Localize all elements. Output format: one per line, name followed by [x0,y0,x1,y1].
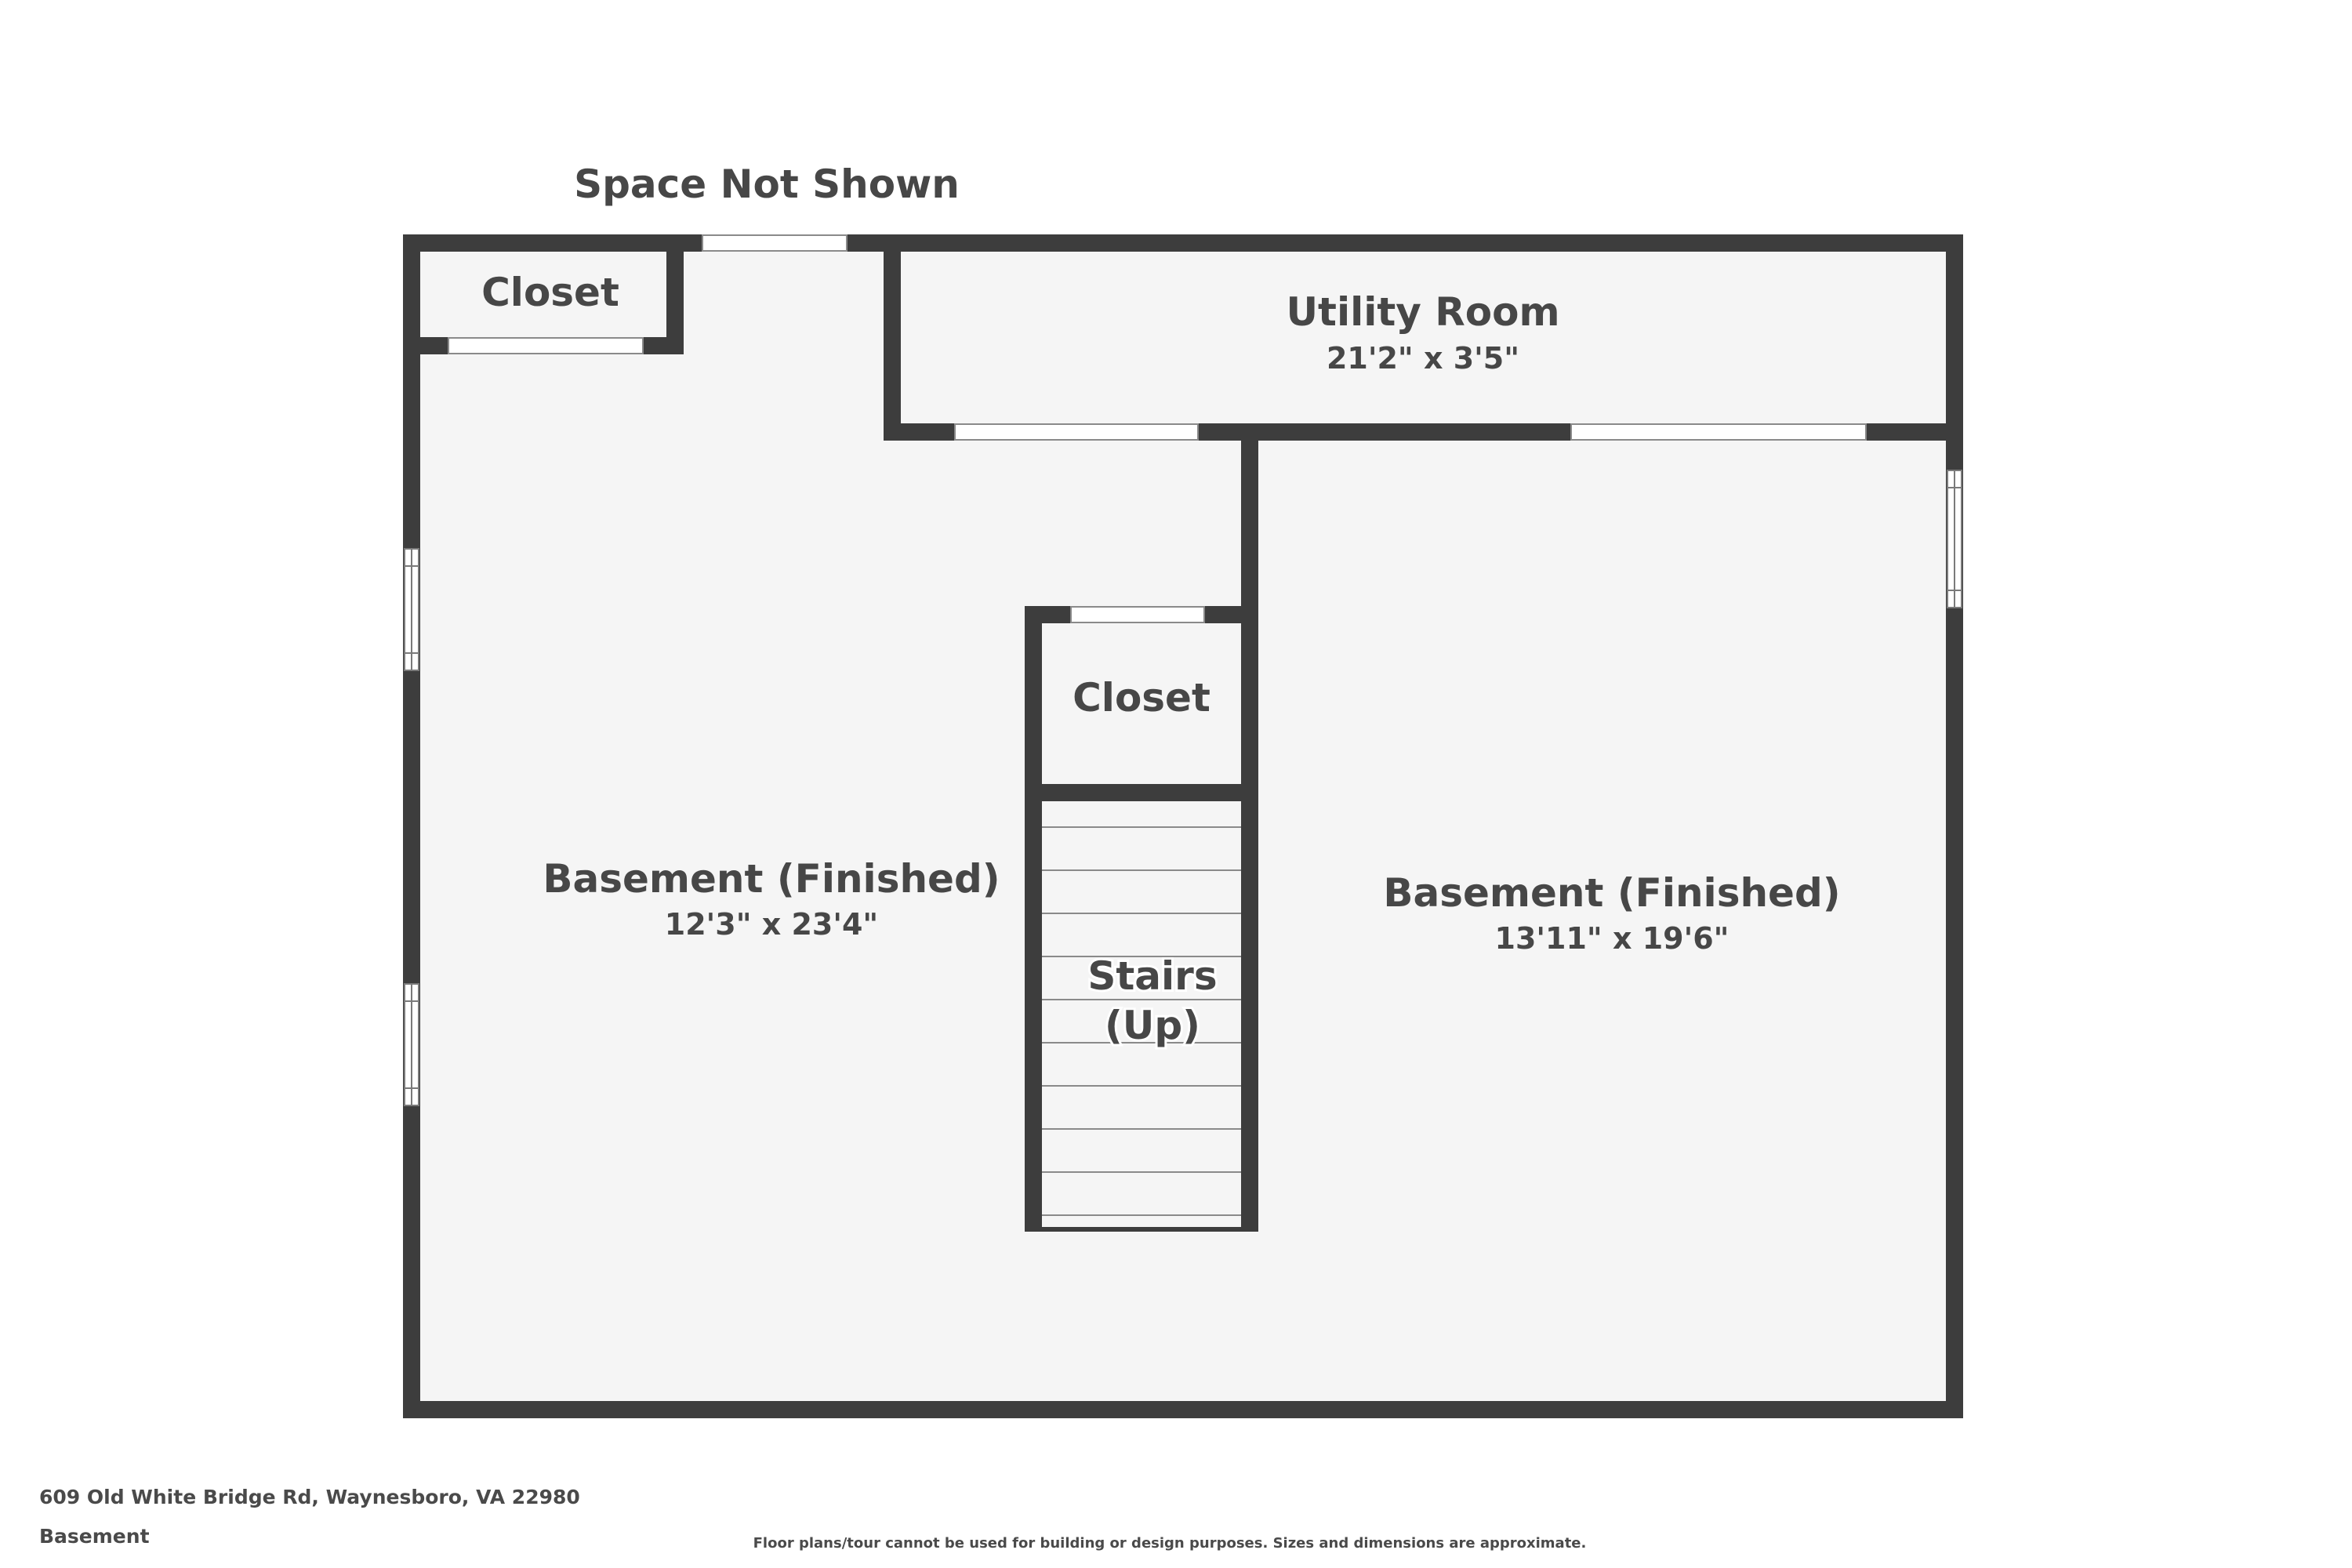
disclaimer-text: Floor plans/tour cannot be used for buil… [753,1535,1587,1552]
address-text: 609 Old White Bridge Rd, Waynesboro, VA … [39,1486,580,1508]
stair-treads [1042,826,1241,1216]
utility-room-dims: 21'2" x 3'5" [1327,341,1519,376]
utility-room-label: Utility Room [1286,289,1559,335]
closet-top-door [448,337,644,354]
closet-top-label: Closet [481,270,619,315]
stairs-label: Stairs [1087,953,1217,999]
stairs-bottom-edge [1025,1227,1258,1232]
closet-mid-door [1070,606,1205,623]
space-not-shown-label: Space Not Shown [574,162,960,207]
basement-left-label: Basement (Finished) [543,856,1000,902]
basement-right-label: Basement (Finished) [1383,870,1840,916]
top-opening [702,234,848,252]
level-text: Basement [39,1525,150,1548]
utility-door-right [1570,423,1867,441]
doorways [448,234,1867,623]
stairs-direction-label: (Up) [1105,1003,1200,1048]
utility-door-left [954,423,1199,441]
basement-left-dims: 12'3" x 23'4" [665,907,878,942]
closet-mid-label: Closet [1073,675,1210,720]
windows [404,470,1962,1106]
basement-right-dims: 13'11" x 19'6" [1495,921,1730,956]
